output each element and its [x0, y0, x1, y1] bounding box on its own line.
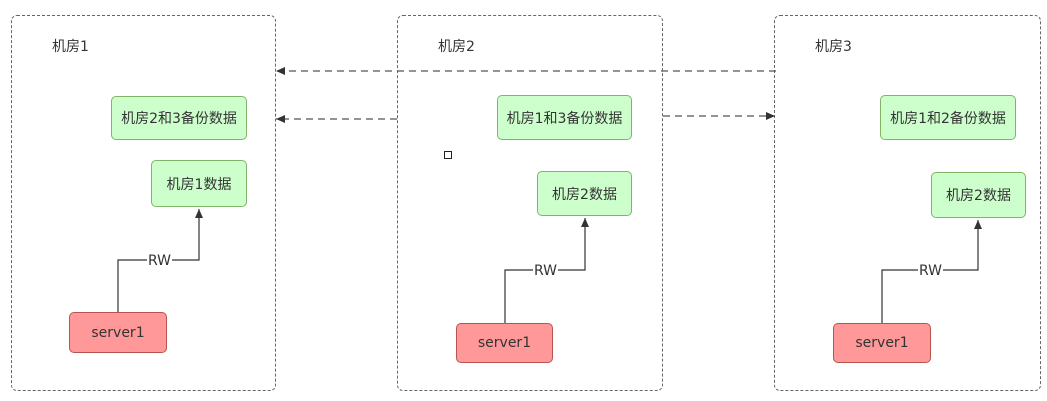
datacenter-1-data-box: 机房1数据	[151, 160, 247, 207]
datacenter-2-rw-label: RW	[533, 263, 559, 279]
datacenter-2-title: 机房2	[438, 39, 475, 55]
datacenter-1-title: 机房1	[52, 39, 89, 55]
datacenter-3-rw-label: RW	[918, 263, 944, 279]
selection-marker	[444, 151, 452, 159]
datacenter-1-server-box: server1	[69, 312, 167, 353]
datacenter-1-backup-data-box: 机房2和3备份数据	[111, 96, 247, 140]
datacenter-1-rw-label: RW	[147, 253, 173, 269]
datacenter-3-title: 机房3	[815, 39, 852, 55]
datacenter-3-data-box: 机房2数据	[931, 172, 1026, 218]
datacenter-2-server-box: server1	[456, 323, 553, 363]
datacenter-2-backup-data-box: 机房1和3备份数据	[497, 95, 632, 140]
datacenter-1-container	[11, 15, 276, 391]
datacenter-3-container	[774, 15, 1041, 391]
datacenter-3-backup-data-box: 机房1和2备份数据	[880, 95, 1016, 140]
datacenter-2-data-box: 机房2数据	[537, 171, 632, 216]
datacenter-2-container	[397, 15, 663, 391]
datacenter-3-server-box: server1	[833, 323, 931, 363]
